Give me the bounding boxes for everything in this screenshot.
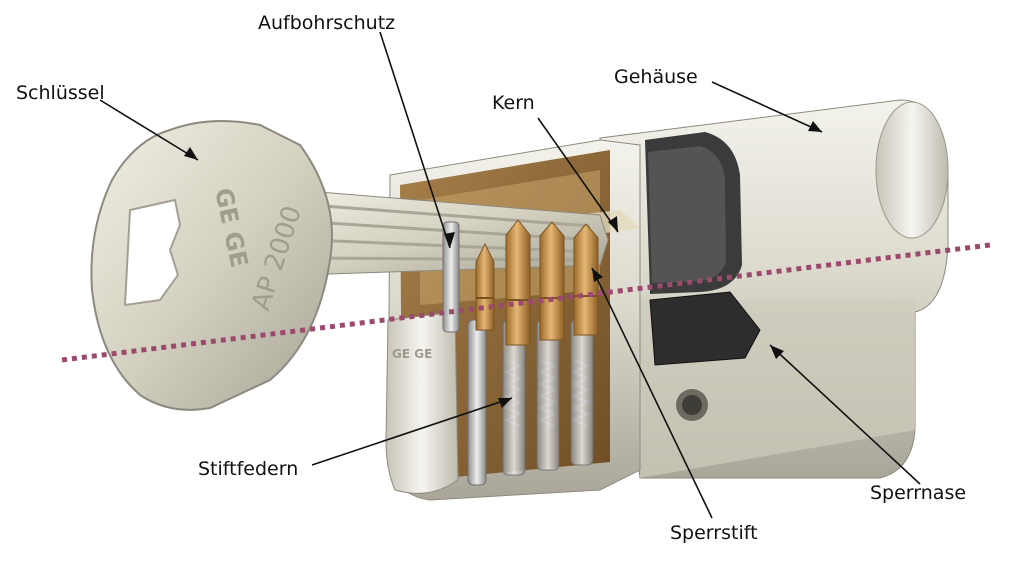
cam-ring — [645, 132, 742, 294]
label-schluessel: Schlüssel — [16, 82, 105, 104]
callout-line-gehaeuse — [711, 81, 823, 133]
anti-drill-pin — [442, 221, 460, 333]
callout-line-stiftfedern — [311, 397, 513, 466]
callout-line-sperrstift — [591, 267, 713, 519]
label-aufbohrschutz: Aufbohrschutz — [258, 12, 396, 34]
callout-lines — [99, 31, 921, 519]
callout-line-kern — [537, 117, 619, 233]
label-sperrnase: Sperrnase — [870, 482, 967, 504]
plug-front — [385, 311, 459, 494]
housing-end-cap — [875, 101, 949, 239]
callout-line-aufbohrschutz — [379, 31, 451, 249]
key-bow — [90, 120, 333, 411]
label-gehaeuse: Gehäuse — [614, 66, 698, 88]
callout-line-sperrnase — [769, 344, 921, 485]
label-sperrstift: Sperrstift — [670, 522, 758, 544]
spring-sleeves — [467, 319, 594, 486]
plug-engraving: GE GE — [392, 347, 432, 361]
callout-line-schluessel — [99, 99, 199, 161]
label-stiftfedern: Stiftfedern — [198, 458, 299, 480]
locking-cam — [649, 291, 761, 366]
callout-arrowheads — [184, 121, 822, 408]
label-kern: Kern — [492, 92, 535, 114]
